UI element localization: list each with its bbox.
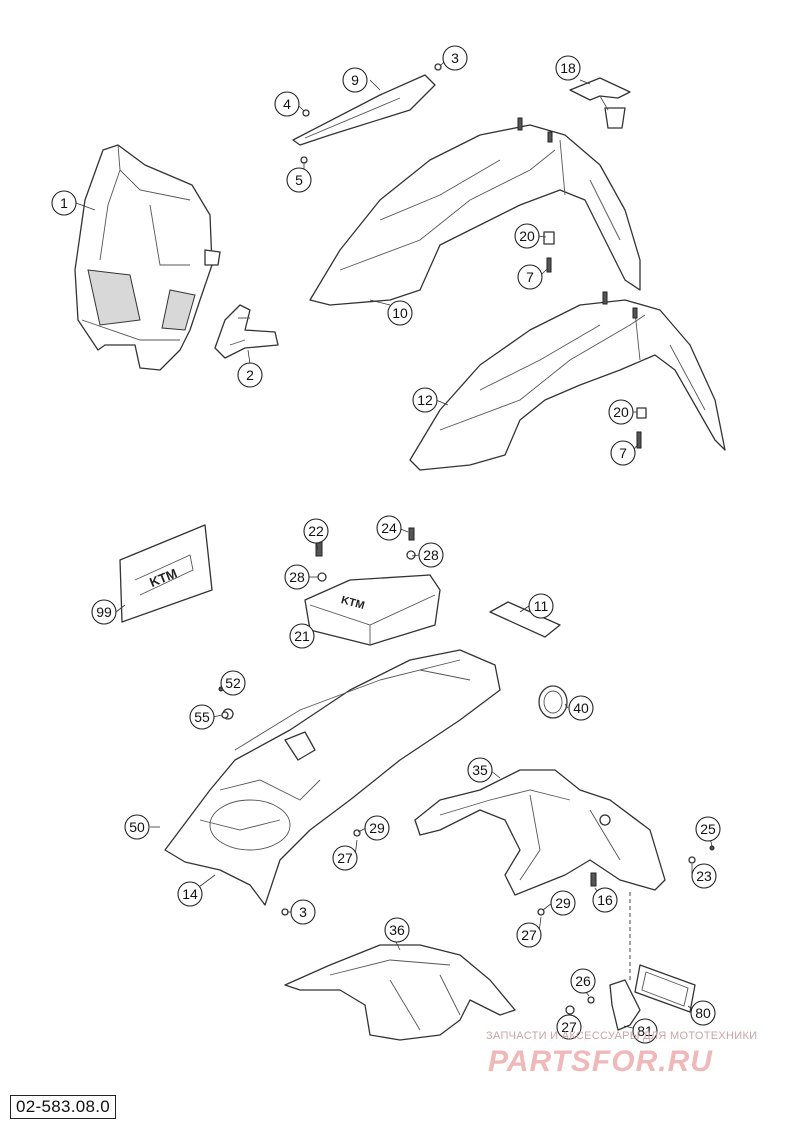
callout-c81: 81 (632, 1018, 658, 1044)
callout-c3a: 3 (442, 45, 468, 71)
rear-fender-base (164, 649, 501, 916)
callout-c20a: 20 (514, 223, 540, 249)
svg-text:10: 10 (392, 305, 408, 321)
tool-box: KTM (304, 527, 441, 646)
svg-text:29: 29 (369, 820, 385, 836)
callout-c52: 52 (220, 670, 246, 696)
number-plate-top (292, 63, 442, 164)
svg-text:81: 81 (637, 1023, 653, 1039)
svg-text:35: 35 (472, 762, 488, 778)
callout-c27c: 27 (556, 1014, 582, 1040)
callout-c23: 23 (691, 863, 717, 889)
svg-text:7: 7 (619, 445, 627, 461)
watermark-logo: PARTSFOR.RU (488, 1045, 713, 1078)
svg-text:11: 11 (534, 598, 549, 614)
callout-c25: 25 (695, 816, 721, 842)
svg-text:27: 27 (337, 850, 353, 866)
callout-c22: 22 (303, 518, 329, 544)
callout-c9: 9 (342, 67, 368, 93)
svg-text:28: 28 (289, 569, 305, 585)
svg-text:29: 29 (555, 895, 571, 911)
callout-c21: 21 (289, 623, 315, 649)
license-plate-assembly (565, 892, 696, 1031)
callout-c29b: 29 (550, 890, 576, 916)
callout-c27a: 27 (332, 845, 358, 871)
svg-text:28: 28 (423, 547, 439, 563)
svg-text:2: 2 (246, 367, 254, 383)
callout-c80: 80 (690, 1000, 716, 1026)
svg-text:16: 16 (597, 892, 613, 908)
callout-c35: 35 (467, 757, 493, 783)
callout-c11: 11 (528, 593, 554, 619)
drawing-number: 02-583.08.0 (10, 1095, 117, 1119)
svg-text:55: 55 (194, 709, 210, 725)
svg-text:3: 3 (299, 904, 307, 920)
svg-text:3: 3 (451, 50, 459, 66)
callout-c28b: 28 (284, 564, 310, 590)
callout-c14: 14 (177, 881, 203, 907)
svg-text:22: 22 (308, 523, 324, 539)
callout-c10: 10 (387, 300, 413, 326)
svg-text:9: 9 (351, 72, 359, 88)
svg-text:27: 27 (561, 1019, 577, 1035)
rear-fender (414, 769, 715, 896)
svg-text:52: 52 (225, 675, 241, 691)
front-fender-lower (409, 291, 726, 471)
svg-text:36: 36 (389, 922, 405, 938)
callout-c36: 36 (384, 917, 410, 943)
callout-c7b: 7 (610, 440, 636, 466)
callout-c16: 16 (592, 887, 618, 913)
callout-c26: 26 (570, 968, 596, 994)
svg-text:40: 40 (573, 700, 589, 716)
svg-text:1: 1 (60, 195, 68, 211)
svg-text:24: 24 (381, 520, 397, 536)
callout-c3b: 3 (290, 899, 316, 925)
callout-c29a: 29 (364, 815, 390, 841)
headlight-bracket (214, 304, 279, 359)
callout-c99: 99 (91, 599, 117, 625)
watermark-tagline: ЗАПЧАСТИ И АКСЕССУАРЫ ДЛЯ МОТОТЕХНИКИ (486, 1030, 758, 1042)
svg-text:99: 99 (96, 604, 112, 620)
callout-c27b: 27 (516, 922, 542, 948)
svg-text:23: 23 (696, 868, 712, 884)
svg-text:20: 20 (519, 228, 535, 244)
svg-text:7: 7 (526, 269, 534, 285)
svg-text:27: 27 (521, 927, 537, 943)
callout-c18: 18 (555, 55, 581, 81)
svg-text:26: 26 (575, 973, 591, 989)
front-fender-upper (309, 117, 641, 306)
callout-c28a: 28 (418, 542, 444, 568)
callout-c2: 2 (237, 362, 263, 388)
box-ktm-logo: KTM (340, 594, 366, 612)
callout-c50: 50 (124, 814, 150, 840)
svg-text:25: 25 (700, 821, 716, 837)
svg-text:21: 21 (294, 628, 310, 644)
svg-text:4: 4 (283, 96, 291, 112)
callout-c1: 1 (51, 190, 77, 216)
grommet (538, 685, 568, 719)
svg-text:50: 50 (129, 819, 145, 835)
callout-c20b: 20 (608, 399, 634, 425)
callout-c5: 5 (286, 167, 312, 193)
foam-strip (489, 601, 561, 638)
callout-c40: 40 (568, 695, 594, 721)
callout-c7a: 7 (517, 264, 543, 290)
callout-c4: 4 (274, 91, 300, 117)
svg-text:5: 5 (295, 172, 303, 188)
callout-c24: 24 (376, 515, 402, 541)
svg-text:18: 18 (560, 60, 576, 76)
decal-sheet: KTM (119, 524, 213, 623)
holder-bracket (569, 77, 631, 129)
callout-c12: 12 (412, 387, 438, 413)
side-cover (284, 944, 516, 1041)
svg-text:80: 80 (695, 1005, 711, 1021)
svg-text:12: 12 (417, 392, 433, 408)
svg-text:20: 20 (613, 404, 629, 420)
headlight-mask (74, 144, 221, 371)
svg-text:14: 14 (182, 886, 198, 902)
callout-c55: 55 (189, 704, 215, 730)
